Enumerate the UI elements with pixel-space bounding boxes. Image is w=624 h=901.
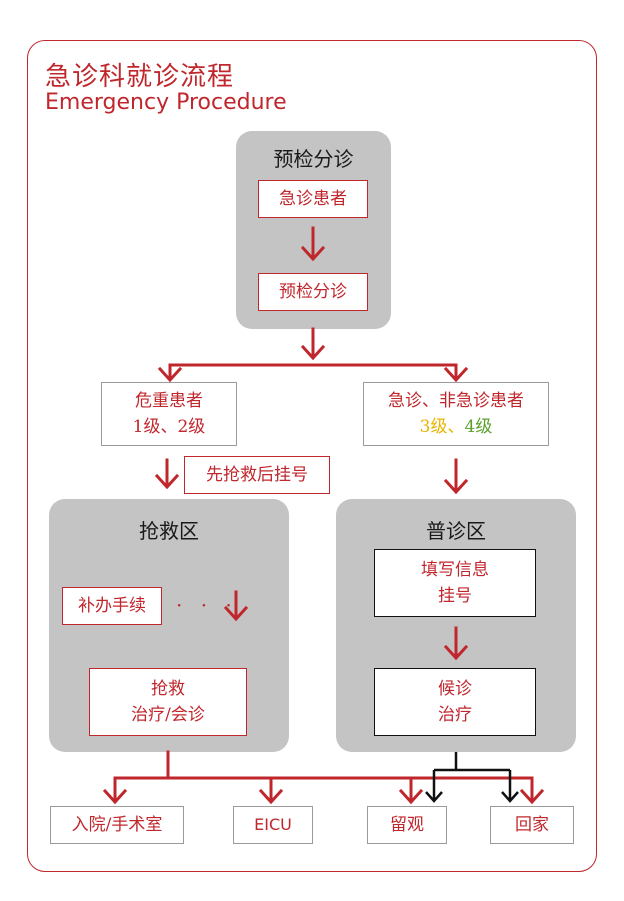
arrow-critical-to-rescue [154, 458, 180, 490]
nonurgent-line1: 急诊、非急诊患者 [388, 391, 524, 411]
black-arrow-to-observation [425, 770, 443, 803]
rescue-first-box: 先抢救后挂号 [184, 456, 330, 494]
triage-panel-title: 预检分诊 [273, 147, 354, 171]
arrow-to-admission [102, 776, 128, 805]
critical-patient-box: 危重患者 1级、2级 [101, 382, 237, 446]
critical-line2: 1级、2级 [132, 417, 206, 437]
waiting-line1: 候诊 [438, 679, 472, 699]
outer-frame [27, 40, 597, 872]
arrow-to-home [519, 776, 545, 805]
level3-label: 3级 [419, 417, 448, 437]
outcome-admission-box: 入院/手术室 [50, 806, 184, 844]
waiting-box: 候诊 治疗 [374, 668, 536, 736]
critical-line1: 危重患者 [135, 391, 203, 411]
arrow-patient-to-triage [300, 226, 326, 262]
outcome-observation-box: 留观 [367, 806, 447, 844]
rescue-treatment-line2: 治疗/会诊 [131, 705, 205, 725]
outcome-home-box: 回家 [490, 806, 574, 844]
nonurgent-line2: 3级、4级 [420, 414, 493, 440]
rescue-area-title: 抢救区 [139, 519, 199, 543]
arrow-rescue-dots [223, 590, 249, 622]
rescue-treatment-line1: 抢救 [151, 679, 185, 699]
ellipsis-dots: · · · [176, 593, 238, 617]
level4-label: 4级 [464, 417, 493, 437]
arrow-to-eicu [258, 776, 284, 805]
emergency-patient-box: 急诊患者 [258, 180, 368, 218]
page-title: 急诊科就诊流程 [45, 62, 235, 92]
supplement-procedures-box: 补办手续 [62, 587, 162, 625]
arrow-triage-split [300, 327, 326, 361]
general-area-title: 普诊区 [426, 519, 486, 543]
outcome-eicu-box: EICU [233, 806, 313, 844]
register-line2: 挂号 [438, 586, 472, 606]
register-box: 填写信息 挂号 [374, 549, 536, 617]
arrow-register-to-wait [443, 626, 469, 661]
arrow-to-observation [398, 776, 424, 805]
arrow-to-nonurgent [443, 363, 469, 383]
page-subtitle: Emergency Procedure [45, 90, 287, 115]
arrow-nonurgent-to-general [443, 458, 469, 495]
triage-box: 预检分诊 [258, 273, 368, 311]
rescue-treatment-box: 抢救 治疗/会诊 [89, 668, 247, 736]
register-line1: 填写信息 [421, 560, 489, 580]
arrow-to-critical [157, 363, 183, 383]
level-separator: 、 [447, 417, 465, 437]
nonurgent-patient-box: 急诊、非急诊患者 3级、4级 [363, 382, 549, 446]
waiting-line2: 治疗 [438, 705, 472, 725]
black-arrow-to-home [501, 770, 519, 803]
